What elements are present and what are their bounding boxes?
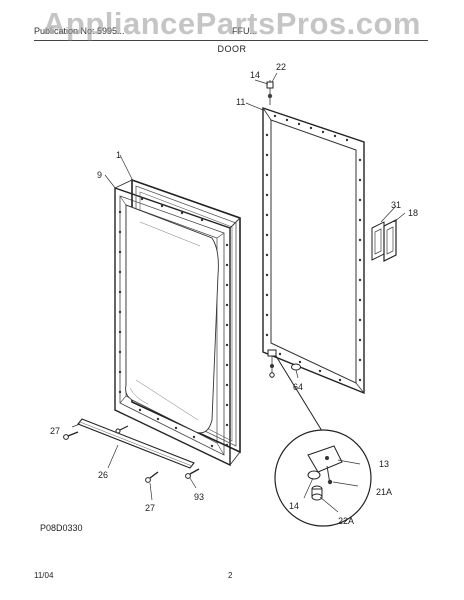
callout-27-bottom: 27 bbox=[145, 503, 155, 513]
top-hinge-pin bbox=[266, 80, 274, 105]
callout-21a: 21A bbox=[376, 487, 392, 497]
callout-22a: 22A bbox=[338, 516, 354, 526]
publication-number: Publication No: 5995... bbox=[34, 26, 125, 36]
callout-13: 13 bbox=[379, 459, 389, 469]
door-handle bbox=[371, 219, 397, 262]
callout-31: 31 bbox=[391, 200, 401, 210]
callout-64: 64 bbox=[293, 382, 303, 392]
detail-leader-line bbox=[275, 355, 323, 432]
callout-93: 93 bbox=[194, 492, 204, 502]
callout-22-top: 22 bbox=[276, 62, 286, 72]
hinge-detail-circle bbox=[274, 429, 372, 527]
callout-9: 9 bbox=[97, 170, 102, 180]
footer-date: 11/04 bbox=[34, 571, 54, 580]
callout-14-detail: 14 bbox=[289, 501, 299, 511]
callout-1: 1 bbox=[116, 150, 121, 160]
screw-93 bbox=[185, 468, 200, 479]
diagram-code: P08D0330 bbox=[40, 523, 83, 533]
outer-panel-screw-holes bbox=[265, 114, 362, 382]
bottom-hinge-bracket bbox=[267, 349, 301, 378]
callout-26: 26 bbox=[98, 470, 108, 480]
screw-27-left bbox=[63, 431, 79, 440]
outer-door-panel bbox=[262, 107, 365, 395]
screw-27-bottom bbox=[145, 471, 159, 483]
bottom-trim-strip bbox=[77, 418, 195, 469]
header-rule bbox=[34, 40, 428, 41]
callout-11: 11 bbox=[236, 97, 245, 107]
callout-leader-lines bbox=[71, 72, 406, 513]
page-number: 2 bbox=[228, 571, 233, 580]
callout-27-left: 27 bbox=[50, 426, 60, 436]
callout-18: 18 bbox=[408, 208, 418, 218]
model-number: FFU... bbox=[232, 26, 257, 36]
liner-screw-holes bbox=[118, 197, 229, 448]
callout-14-top: 14 bbox=[250, 70, 260, 80]
screw-liner-mid bbox=[115, 425, 129, 434]
section-title: DOOR bbox=[217, 44, 247, 54]
inner-liner-recess bbox=[125, 204, 219, 434]
